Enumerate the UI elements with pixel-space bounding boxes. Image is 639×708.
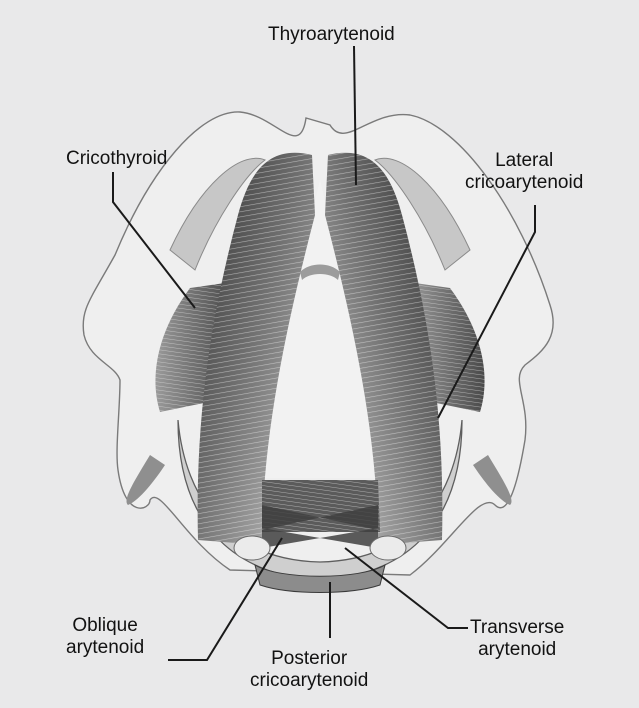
label-oblique-arytenoid: Oblique arytenoid (66, 615, 144, 659)
arytenoid-cartilage-left (234, 536, 270, 560)
label-transverse-arytenoid: Transverse arytenoid (470, 617, 564, 661)
label-cricothyroid: Cricothyroid (66, 148, 167, 170)
label-thyroarytenoid: Thyroarytenoid (268, 24, 395, 46)
arytenoid-cartilage-right (370, 536, 406, 560)
label-posterior-cricoarytenoid: Posterior cricoarytenoid (250, 648, 368, 692)
label-lateral-cricoarytenoid: Lateral cricoarytenoid (465, 150, 583, 194)
